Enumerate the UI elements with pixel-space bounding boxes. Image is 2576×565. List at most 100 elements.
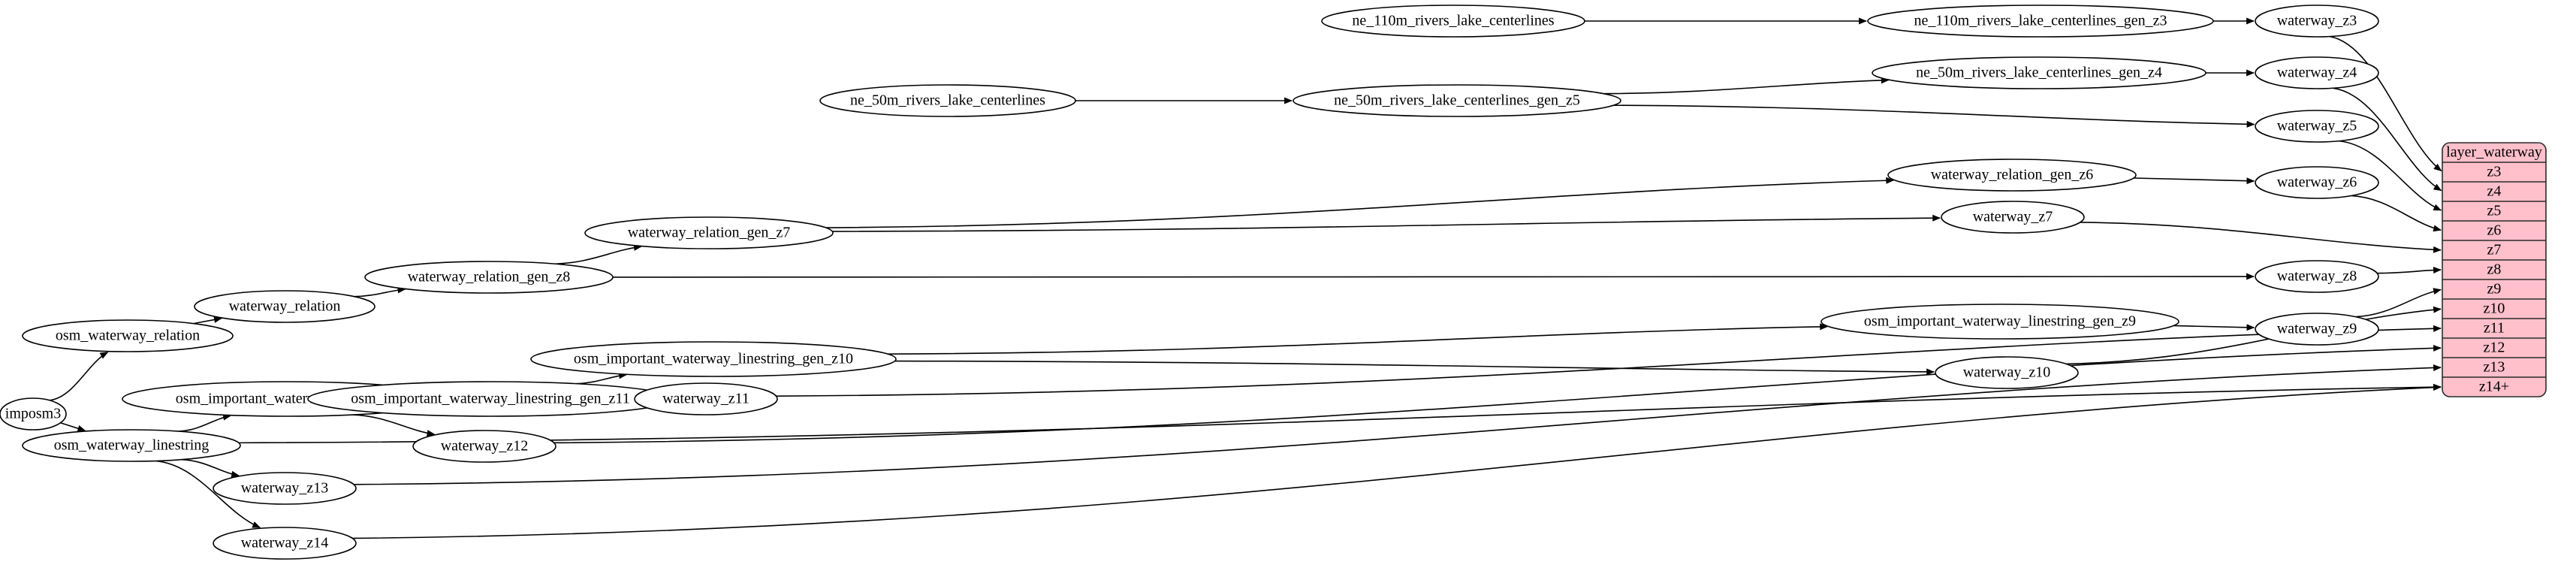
node-shape-waterway_relation_gen_z6: [1887, 159, 2137, 192]
legend-row-z6[interactable]: z6: [2442, 221, 2546, 240]
legend-row-label-z14+: z14+: [2479, 379, 2509, 395]
node-waterway_z9[interactable]: waterway_z9: [2255, 313, 2379, 346]
node-ne_50m_rivers_lake_centerlines_gen_z5[interactable]: ne_50m_rivers_lake_centerlines_gen_z5: [1293, 84, 1621, 117]
node-shape-waterway_z4: [2255, 56, 2379, 89]
node-shape-ne_50m_rivers_lake_centerlines_gen_z5: [1293, 84, 1621, 117]
node-osm_important_waterway_linestring_gen_z11[interactable]: osm_important_waterway_linestring_gen_z1…: [307, 381, 674, 417]
edge-osm_waterway_linestring--to--layer_waterway.z14+: [238, 383, 2442, 444]
node-shape-ne_110m_rivers_lake_centerlines: [1321, 5, 1585, 38]
node-osm_waterway_linestring[interactable]: osm_waterway_linestring: [22, 429, 241, 462]
edge-imposm3--to--osm_waterway_relation: [49, 352, 109, 401]
node-shape-waterway_z11: [634, 382, 778, 415]
edge-osm_waterway_linestring--to--waterway_z14: [155, 460, 261, 528]
node-ne_50m_rivers_lake_centerlines_gen_z4[interactable]: ne_50m_rivers_lake_centerlines_gen_z4: [1872, 56, 2206, 89]
node-ne_110m_rivers_lake_centerlines[interactable]: ne_110m_rivers_lake_centerlines: [1321, 5, 1585, 38]
legend-title: layer_waterway: [2446, 144, 2542, 161]
edge-waterway_z14--to--layer_waterway.z14+: [352, 384, 2442, 539]
node-shape-osm_important_waterway_linestring_gen_z10: [530, 341, 897, 377]
node-osm_important_waterway_linestring_gen_z9[interactable]: osm_important_waterway_linestring_gen_z9: [1820, 304, 2179, 340]
node-waterway_z13[interactable]: waterway_z13: [213, 472, 357, 505]
legend-row-z10[interactable]: z10: [2442, 299, 2546, 319]
legend-row-label-z7: z7: [2487, 242, 2502, 258]
node-waterway_z5[interactable]: waterway_z5: [2255, 110, 2379, 143]
edge-osm_important_waterway_linestring--to--waterway_z12: [352, 414, 436, 437]
node-waterway_relation_gen_z6[interactable]: waterway_relation_gen_z6: [1887, 159, 2137, 192]
edge-waterway_relation_gen_z8--to--waterway_z8: [612, 273, 2255, 280]
node-waterway_relation[interactable]: waterway_relation: [194, 290, 376, 323]
edge-imposm3--to--osm_waterway_linestring: [60, 421, 86, 432]
edge-waterway_relation_gen_z7--to--waterway_relation_gen_z6: [825, 177, 1895, 228]
edge-waterway_z6--to--layer_waterway.z6: [2351, 195, 2442, 232]
edge-osm_important_waterway_linestring_gen_z10--to--waterway_z10: [894, 360, 1935, 376]
node-shape-waterway_z5: [2255, 110, 2379, 143]
legend-row-z13[interactable]: z13: [2442, 358, 2546, 377]
legend-row-label-z9: z9: [2487, 281, 2502, 298]
node-osm_waterway_relation[interactable]: osm_waterway_relation: [22, 319, 234, 352]
node-waterway_relation_gen_z8[interactable]: waterway_relation_gen_z8: [364, 261, 614, 294]
edge-waterway_z8--to--layer_waterway.z8: [2377, 266, 2442, 274]
node-shape-waterway_z12: [412, 430, 557, 463]
node-waterway_z10[interactable]: waterway_z10: [1935, 356, 2079, 389]
legend-row-label-z4: z4: [2487, 183, 2502, 200]
edge-waterway_z4--to--layer_waterway.z4: [2333, 87, 2442, 192]
node-shape-waterway_z8: [2255, 260, 2379, 293]
edge-ne_50m_rivers_lake_centerlines_gen_z5--to--ne_50m_rivers_lake_centerlines_gen_z4: [1603, 77, 1890, 95]
node-waterway_z4[interactable]: waterway_z4: [2255, 56, 2379, 89]
node-shape-waterway_z3: [2255, 5, 2379, 38]
legend-row-label-z11: z11: [2484, 320, 2505, 337]
legend-row-z14+[interactable]: z14+: [2442, 377, 2546, 397]
edge-waterway_z11--to--layer_waterway.z11: [776, 325, 2442, 397]
node-shape-osm_important_waterway_linestring_gen_z11: [307, 381, 674, 417]
edge-waterway_z5--to--layer_waterway.z5: [2338, 140, 2442, 211]
node-waterway_z7[interactable]: waterway_z7: [1941, 201, 2085, 234]
node-osm_important_waterway_linestring_gen_z10[interactable]: osm_important_waterway_linestring_gen_z1…: [530, 341, 897, 377]
legend-row-label-z13: z13: [2484, 359, 2505, 376]
edge-waterway_z9--to--layer_waterway.z9: [2355, 288, 2442, 318]
node-waterway_z11[interactable]: waterway_z11: [634, 382, 778, 415]
edge-osm_waterway_linestring--to--waterway_z13: [181, 458, 240, 478]
edge-osm_important_waterway_linestring_gen_z11--to--osm_important_waterway_linestring_gen_z10: [575, 372, 628, 385]
legend-row-label-z8: z8: [2487, 261, 2502, 278]
legend-row-z11[interactable]: z11: [2442, 319, 2546, 338]
edge-waterway_z13--to--layer_waterway.z13: [354, 364, 2442, 485]
node-imposm3[interactable]: imposm3: [0, 397, 67, 431]
node-waterway_z8[interactable]: waterway_z8: [2255, 260, 2379, 293]
node-waterway_z12[interactable]: waterway_z12: [412, 430, 557, 463]
node-shape-ne_50m_rivers_lake_centerlines: [819, 84, 1076, 117]
legend-row-z7[interactable]: z7: [2442, 240, 2546, 260]
legend-row-label-z6: z6: [2487, 222, 2502, 239]
node-waterway_z3[interactable]: waterway_z3: [2255, 5, 2379, 38]
node-waterway_z6[interactable]: waterway_z6: [2255, 166, 2379, 199]
legend-row-z3[interactable]: z3: [2442, 162, 2546, 182]
legend-row-z5[interactable]: z5: [2442, 201, 2546, 221]
node-shape-waterway_z14: [213, 527, 357, 560]
legend-row-z8[interactable]: z8: [2442, 260, 2546, 279]
edge-waterway_relation--to--waterway_relation_gen_z8: [354, 286, 406, 298]
node-shape-waterway_z13: [213, 472, 357, 505]
edge-osm_waterway_linestring--to--osm_important_waterway_linestring: [178, 413, 231, 432]
node-shape-osm_important_waterway_linestring_gen_z9: [1820, 304, 2179, 340]
node-waterway_relation_gen_z7[interactable]: waterway_relation_gen_z7: [584, 216, 834, 249]
edge-waterway_z7--to--layer_waterway.z7: [2080, 222, 2442, 253]
node-shape-waterway_z9: [2255, 313, 2379, 346]
node-shape-waterway_relation_gen_z8: [364, 261, 614, 294]
legend-row-z4[interactable]: z4: [2442, 182, 2546, 201]
node-shape-osm_waterway_relation: [22, 319, 234, 352]
edge-waterway_relation_gen_z8--to--waterway_relation_gen_z7: [555, 243, 642, 265]
legend-row-label-z10: z10: [2484, 301, 2505, 317]
edge-osm_waterway_relation--to--waterway_relation: [193, 316, 222, 325]
edge-osm_important_waterway_linestring_gen_z9--to--waterway_z9: [2173, 324, 2255, 331]
node-waterway_z14[interactable]: waterway_z14: [213, 527, 357, 560]
node-ne_50m_rivers_lake_centerlines[interactable]: ne_50m_rivers_lake_centerlines: [819, 84, 1076, 117]
legend-row-label-z5: z5: [2487, 203, 2502, 219]
node-shape-waterway_z10: [1935, 356, 2079, 389]
node-ne_110m_rivers_lake_centerlines_gen_z3[interactable]: ne_110m_rivers_lake_centerlines_gen_z3: [1867, 5, 2214, 38]
legend-row-z12[interactable]: z12: [2442, 338, 2546, 358]
edge-waterway_z12--to--layer_waterway.z12: [554, 344, 2442, 444]
node-shape-ne_50m_rivers_lake_centerlines_gen_z4: [1872, 56, 2206, 89]
legend-row-z9[interactable]: z9: [2442, 279, 2546, 299]
legend-box: [2442, 142, 2547, 397]
